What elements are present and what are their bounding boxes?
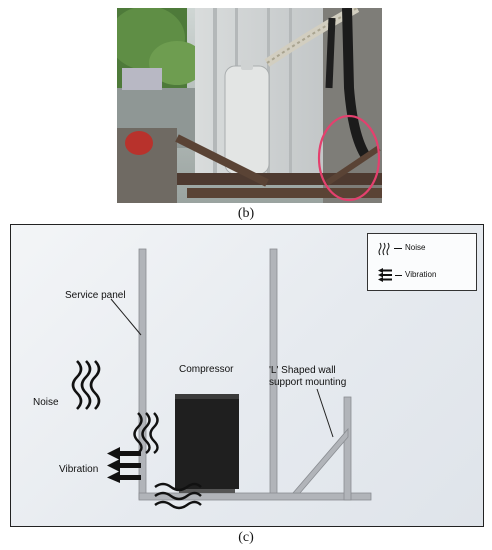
diagram-caption: (c) xyxy=(238,530,254,545)
noise-icon xyxy=(133,412,159,454)
wall-mount-label-line2: support mounting xyxy=(269,377,347,388)
vibration-legend-icon xyxy=(378,268,392,282)
vibration-label: Vibration xyxy=(59,464,99,475)
wall-mount-label-line1: 'L' Shaped wall xyxy=(269,365,336,376)
legend-vibration-label: Vibration xyxy=(405,270,437,279)
outdoor-unit-photo xyxy=(117,8,382,203)
photo-caption: (b) xyxy=(237,206,255,221)
compressor-body xyxy=(175,394,239,493)
mounting-frame xyxy=(138,248,372,501)
noise-icon xyxy=(154,482,202,510)
vibration-arrows-icon xyxy=(107,447,141,483)
compressor-label: Compressor xyxy=(179,364,234,375)
legend: Noise Vibration xyxy=(367,233,477,291)
compressor-diagram: Service panel Compressor 'L' Shaped wall… xyxy=(10,224,484,527)
legend-noise-label: Noise xyxy=(405,243,426,252)
service-panel-label: Service panel xyxy=(65,290,126,301)
noise-label: Noise xyxy=(33,397,59,408)
noise-icon xyxy=(71,360,101,410)
noise-legend-icon xyxy=(378,242,390,256)
